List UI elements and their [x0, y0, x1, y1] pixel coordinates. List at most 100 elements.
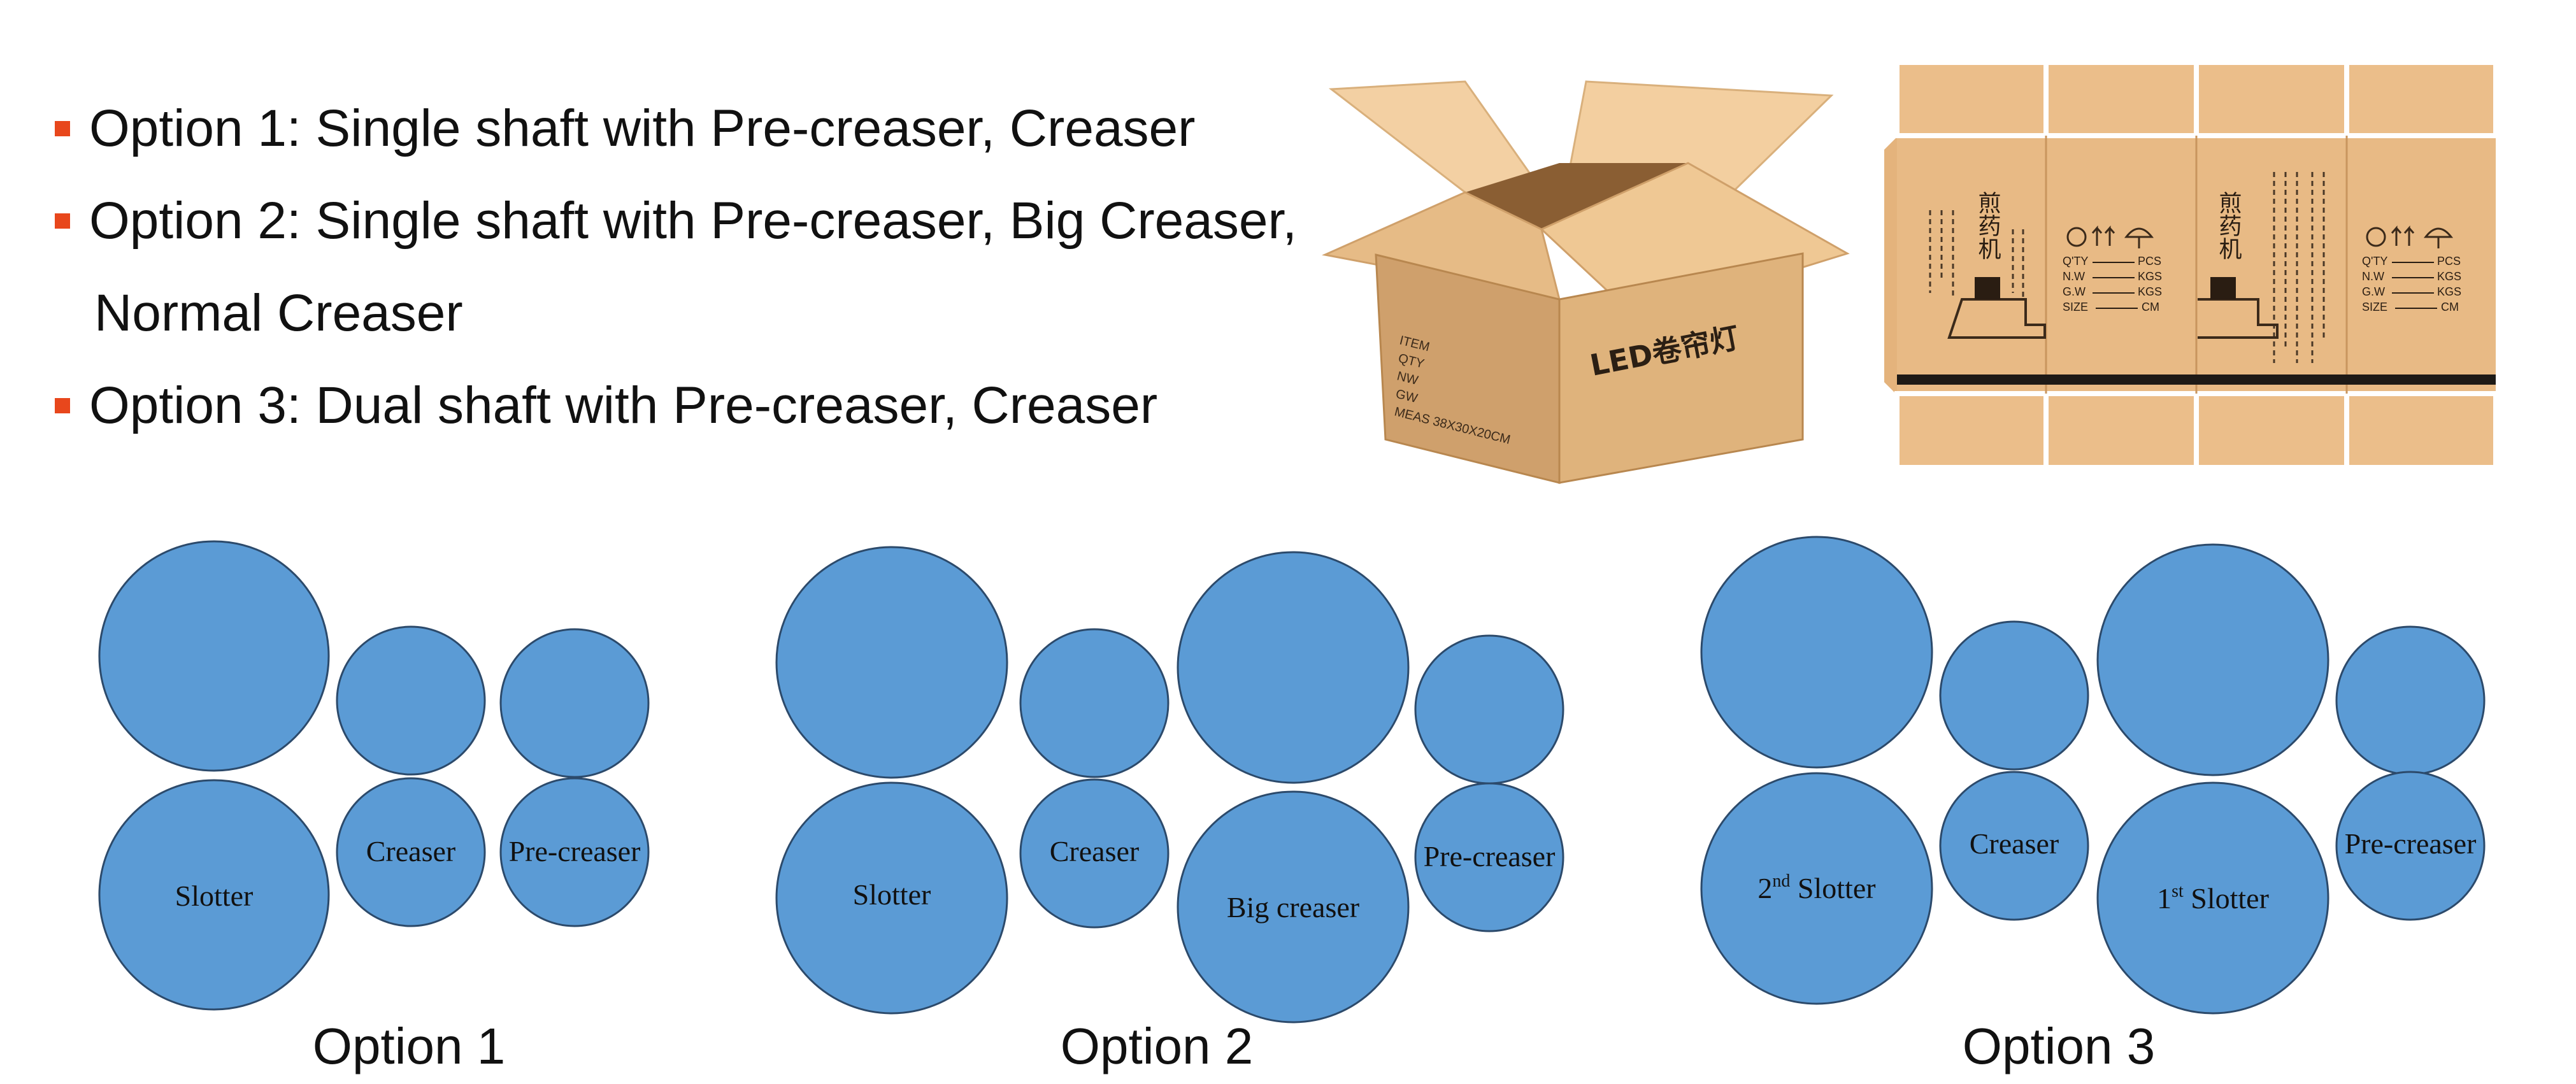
big-creaser-upper-roller: [1177, 551, 1410, 784]
slotter-label: Slotter: [853, 878, 931, 911]
bullet-marker: [55, 213, 70, 229]
box-inside: [1465, 163, 1688, 229]
dieline-top-flap: [2194, 60, 2349, 138]
spec-unit: KGS: [2437, 270, 2461, 283]
bullet-item-2: Option 2: Single shaft with Pre-creaser,…: [55, 195, 1297, 247]
dieline-bottom-flap: [1894, 391, 2049, 470]
this-way-up-icon: [2391, 225, 2415, 246]
bullet-item-3: Option 3: Dual shaft with Pre-creaser, C…: [55, 380, 1157, 432]
box-dieline-image: 煎药机 Q'TY PCS N.W KGS G.W KGS SIZE CM 煎药机: [1884, 60, 2498, 470]
1st-slotter-upper-roller: [2096, 543, 2329, 776]
dieline-bottom-flap: [2344, 391, 2498, 470]
creaser-roller: [1939, 771, 2089, 921]
spec-unit: KGS: [2437, 285, 2461, 298]
spec-unit: CM: [2441, 301, 2459, 313]
option-label: Option 2: [1061, 1018, 1253, 1074]
machine-icon: [1975, 277, 2000, 299]
machine-icon: [2210, 277, 2236, 299]
spec-unit: PCS: [2437, 255, 2461, 267]
bullet-marker: [55, 398, 70, 413]
option-group-3: 2nd Slotter Creaser 1st Slotter Pre-creaser…: [1700, 536, 2486, 1074]
option-label: Option 1: [313, 1018, 505, 1074]
bullet-item-1: Option 1: Single shaft with Pre-creaser,…: [55, 103, 1195, 155]
spec-label: SIZE: [2063, 301, 2088, 313]
dieline-text-block: [1929, 210, 2024, 299]
spec-label: N.W: [2063, 270, 2085, 283]
spec-label: G.W: [2362, 285, 2385, 298]
big-creaser-roller: [1177, 790, 1410, 1023]
creaser-label: Creaser: [366, 835, 455, 867]
bullet-text: Option 1: Single shaft with Pre-creaser,…: [89, 99, 1196, 157]
creaser-label: Creaser: [1050, 835, 1139, 867]
pre-creaser-roller: [2335, 771, 2486, 921]
bullet-continuation: Normal Creaser: [94, 284, 463, 342]
recycle-icon: [2366, 227, 2386, 247]
slotter-upper-roller: [775, 546, 1008, 779]
bullet-marker: [55, 121, 70, 136]
machine-icon: [1947, 298, 2046, 339]
creaser-upper-roller: [1939, 620, 2089, 771]
bullet-list: Option 1: Single shaft with Pre-creaser,…: [0, 0, 1299, 459]
spec-label: N.W: [2362, 270, 2384, 283]
machine-icon: [2198, 298, 2279, 339]
dieline-title: 煎药机: [1975, 191, 2001, 260]
box-front-face: [1558, 252, 1804, 484]
dieline-top-flap: [2344, 60, 2498, 138]
slotter-roller: [98, 779, 330, 1011]
dieline-bottom-flap: [2043, 391, 2199, 470]
spec-unit: PCS: [2138, 255, 2161, 267]
1st-slotter-label: 1st Slotter: [2157, 881, 2269, 915]
pre-creaser-label: Pre-creaser: [2345, 827, 2477, 860]
spec-label: SIZE: [2362, 301, 2387, 313]
spec-unit: CM: [2142, 301, 2159, 313]
creaser-label: Creaser: [1970, 827, 2059, 860]
pre-creaser-roller: [499, 777, 650, 927]
creaser-upper-roller: [336, 625, 486, 776]
pre-creaser-roller: [1414, 782, 1564, 932]
pre-creaser-label: Pre-creaser: [509, 835, 641, 867]
box-flap-front-right: [1540, 162, 1850, 320]
dieline-bottom-flap: [2194, 391, 2349, 470]
dieline-panel-spec: Q'TY PCS N.W KGS G.W KGS SIZE CM: [2063, 225, 2162, 313]
dieline-top-flap: [2043, 60, 2199, 138]
spec-label: G.W: [2063, 285, 2086, 298]
bullet-text: Option 2: Single shaft with Pre-creaser,…: [89, 192, 1298, 250]
umbrella-icon: [2423, 227, 2454, 248]
slotter-label: Slotter: [175, 880, 254, 912]
slotter-upper-roller: [98, 540, 330, 772]
creaser-upper-roller: [1019, 628, 1170, 778]
2nd-slotter-upper-roller: [1700, 536, 1933, 769]
big-creaser-label: Big creaser: [1227, 891, 1359, 924]
2nd-slotter-roller: [1700, 772, 1933, 1005]
spec-blank: [2093, 262, 2138, 309]
1st-slotter-roller: [2096, 781, 2329, 1015]
option-label: Option 3: [1963, 1018, 2155, 1074]
2nd-slotter-label: 2nd Slotter: [1757, 871, 1875, 904]
cardboard-box-image: ITEM QTY NW GW MEAS 38X30X20CM LED卷帘灯: [1322, 80, 1850, 484]
spec-label: Q'TY: [2063, 255, 2088, 267]
spec-blank: [2392, 262, 2437, 309]
dieline-panel-left: 煎药机: [1929, 191, 2046, 339]
spec-unit: KGS: [2138, 285, 2162, 298]
this-way-up-icon: [2091, 225, 2115, 246]
bullet-text: Option 3: Dual shaft with Pre-creaser, C…: [89, 376, 1158, 434]
pre-creaser-label: Pre-creaser: [1424, 840, 1556, 873]
dieline-glue-flap: [1884, 137, 1897, 395]
spec-label: Q'TY: [2362, 255, 2387, 267]
dieline-panel-spec-2: Q'TY PCS N.W KGS G.W KGS SIZE CM: [2362, 225, 2461, 313]
spec-unit: KGS: [2138, 270, 2162, 283]
creaser-roller: [336, 777, 486, 927]
pre-creaser-upper-roller: [1414, 634, 1564, 785]
dieline-top-flap: [1894, 60, 2049, 138]
dieline-panel-right-title: 煎药机: [2198, 172, 2325, 363]
dieline-text-block: [2273, 172, 2325, 363]
recycle-icon: [2066, 227, 2087, 247]
slotter-roller: [775, 781, 1008, 1015]
dieline-title: 煎药机: [2215, 191, 2242, 260]
umbrella-icon: [2124, 227, 2154, 248]
creaser-roller: [1019, 778, 1170, 929]
